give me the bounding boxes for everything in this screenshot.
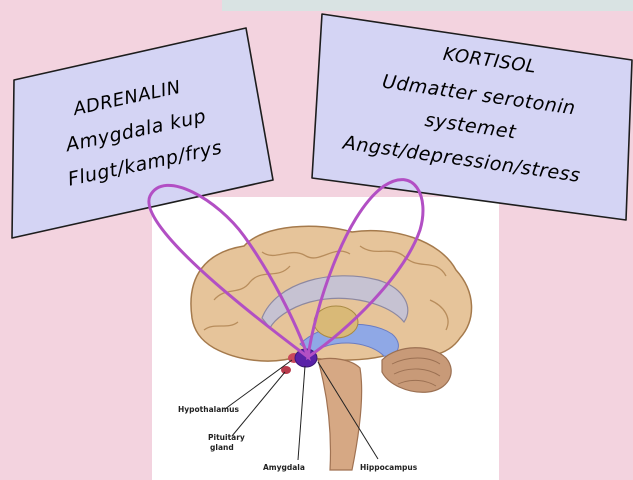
cerebellum-shape — [382, 348, 451, 393]
label-amygdala: Amygdala — [263, 463, 305, 472]
label-pituitary-line2: gland — [210, 443, 234, 452]
adrenalin-note: ADRENALIN Amygdala kup Flugt/kamp/frys — [12, 28, 273, 238]
brainstem-shape — [318, 358, 362, 470]
label-hippocampus: Hippocampus — [360, 463, 418, 472]
kortisol-note: KORTISOL Udmatter serotonin systemet Ang… — [312, 14, 632, 220]
label-pituitary-line1: Pituitary — [208, 433, 245, 442]
label-hypothalamus: Hypothalamus — [178, 405, 239, 414]
brain-illustration: Hypothalamus Pituitary gland Amygdala Hi… — [178, 226, 472, 472]
